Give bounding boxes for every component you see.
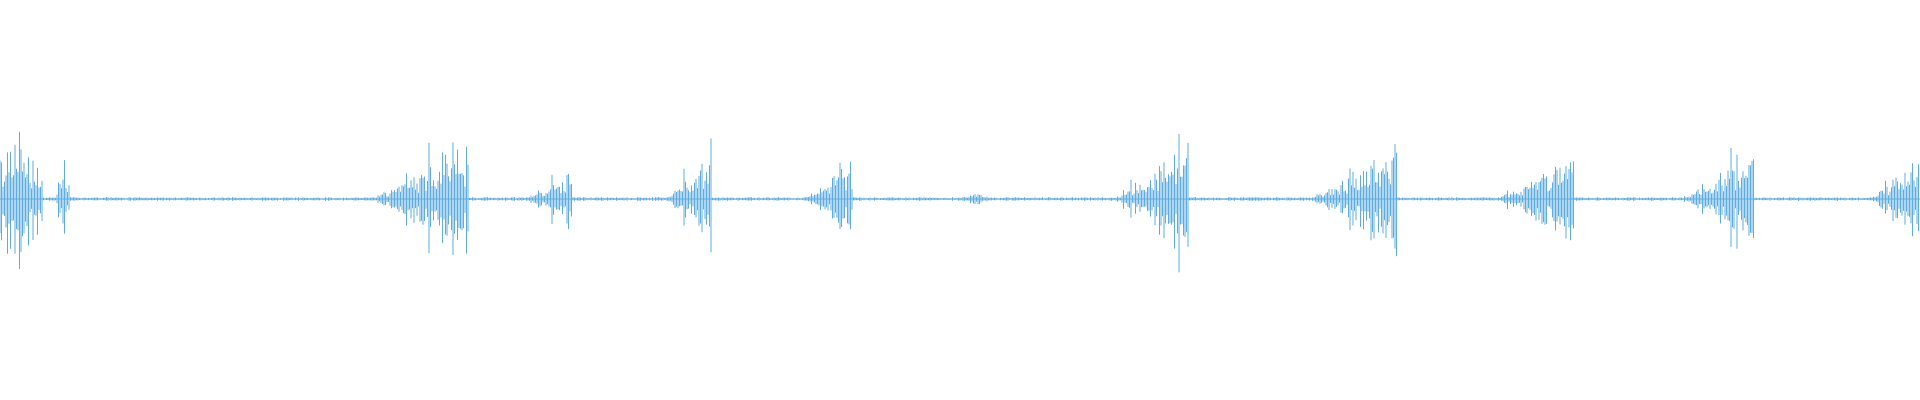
waveform-samples — [0, 131, 1919, 273]
